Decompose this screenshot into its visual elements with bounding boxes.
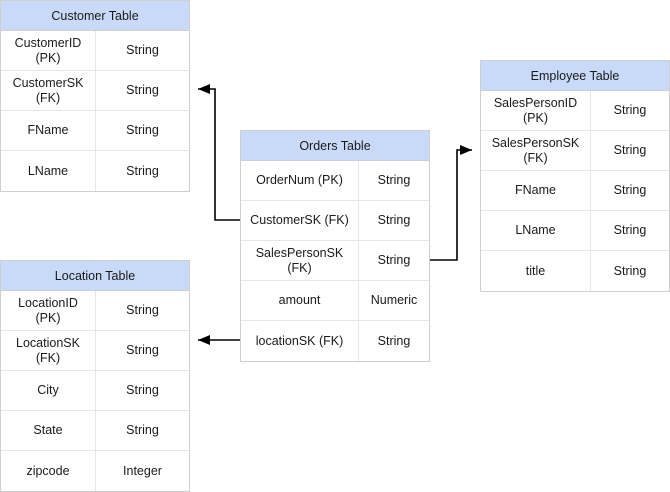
table-row: amount Numeric [241,281,429,321]
table-row: FName String [1,111,189,151]
field-name-cell: title [481,251,591,291]
field-type-cell: String [126,163,159,178]
field-name-cell: CustomerSK (FK) [241,201,359,240]
field-name-cell: OrderNum (PK) [241,161,359,200]
field-name-cell: SalesPersonSK (FK) [481,131,591,170]
table-row: CustomerSK (FK) String [1,71,189,111]
field-name-cell: State [1,411,96,450]
field-type-cell: String [126,423,159,438]
field-type-cell: String [377,213,411,228]
table-row: OrderNum (PK) String [241,161,429,201]
table-row: locationSK (FK) String [241,321,429,361]
table-title-customer: Customer Table [1,1,189,31]
field-type-cell: String [126,343,159,358]
field-type-cell: String [613,143,647,158]
field-type-cell: String [613,263,647,278]
table-row: CustomerSK (FK) String [241,201,429,241]
table-row: LName String [1,151,189,191]
field-name-cell: FName [481,171,591,210]
table-row: LocationSK (FK) String [1,331,189,371]
table-row: SalesPersonSK (FK) String [241,241,429,281]
field-type-cell: String [126,303,159,318]
field-type-cell: String [126,43,159,58]
connector-orders-customer [198,88,240,221]
field-name-cell: LocationSK (FK) [1,331,96,370]
field-type-cell: String [377,253,411,268]
field-name-cell: SalesPersonID (PK) [481,91,591,130]
connector-orders-employee [430,149,472,261]
field-name-cell: zipcode [1,451,96,491]
field-type-cell: String [126,383,159,398]
field-name-cell: amount [241,281,359,320]
table-row: SalesPersonID (PK) String [481,91,669,131]
field-type-cell: Integer [123,463,162,478]
arrowhead-icon-orders-employee [460,145,472,155]
field-type-cell: String [377,333,411,348]
table-row: State String [1,411,189,451]
table-row: City String [1,371,189,411]
table-row: title String [481,251,669,291]
table-row: SalesPersonSK (FK) String [481,131,669,171]
field-name-cell: LName [1,151,96,191]
arrowhead-icon-orders-location [198,335,210,345]
field-type-cell: String [613,183,647,198]
field-name-cell: CustomerID (PK) [1,31,96,70]
table-title-orders: Orders Table [241,131,429,161]
field-type-cell: String [377,173,411,188]
table-row: FName String [481,171,669,211]
table-title-employee: Employee Table [481,61,669,91]
field-type-cell: String [126,123,159,138]
table-title-location: Location Table [1,261,189,291]
field-name-cell: locationSK (FK) [241,321,359,361]
table-row: zipcode Integer [1,451,189,491]
table-row: CustomerID (PK) String [1,31,189,71]
field-name-cell: FName [1,111,96,150]
arrowhead-icon-orders-customer [198,84,210,94]
field-name-cell: LName [481,211,591,250]
field-name-cell: LocationID (PK) [1,291,96,330]
table-row: LocationID (PK) String [1,291,189,331]
field-name-cell: City [1,371,96,410]
field-name-cell: CustomerSK (FK) [1,71,96,110]
field-name-cell: SalesPersonSK (FK) [241,241,359,280]
field-type-cell: Numeric [370,293,418,308]
table-row: LName String [481,211,669,251]
field-type-cell: String [126,83,159,98]
field-type-cell: String [613,223,647,238]
field-type-cell: String [613,103,647,118]
